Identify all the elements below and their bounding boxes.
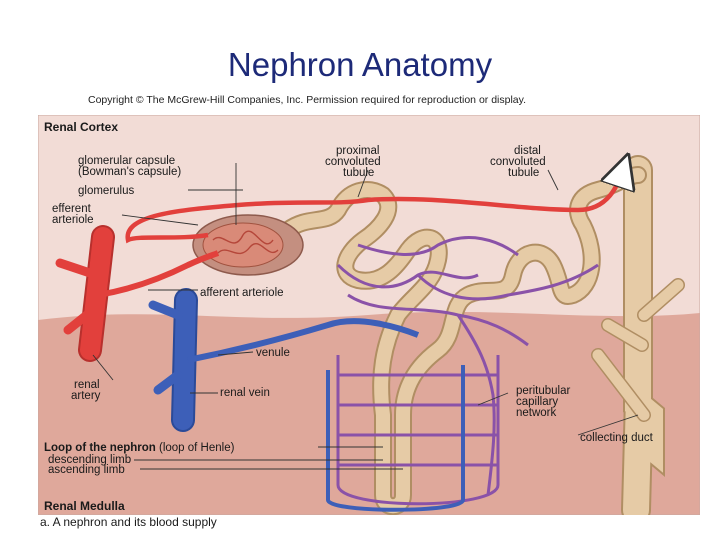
leader-lines — [92, 163, 639, 470]
region-label-medulla: Renal Medulla — [44, 499, 125, 513]
venule — [187, 318, 420, 363]
renal-vein — [148, 288, 198, 432]
label-glomerular-capsule-alt: (Bowman's capsule) — [78, 166, 181, 178]
label-venule: venule — [256, 347, 290, 359]
copyright-notice: Copyright © The McGrew-Hill Companies, I… — [88, 94, 527, 106]
vasa-recta — [326, 365, 465, 512]
renal-artery — [55, 225, 115, 362]
label-afferent-arteriole: afferent arteriole — [200, 287, 284, 299]
nephron-diagram: Renal Cortex Renal Medulla glomerular ca… — [38, 115, 700, 515]
label-proximal-1: proximal — [336, 145, 379, 157]
figure-caption: a. A nephron and its blood supply — [40, 515, 217, 529]
label-renal-artery-1: renal — [74, 379, 100, 391]
peritubular-capillaries — [336, 236, 599, 506]
glomerulus — [202, 222, 284, 268]
collecting-duct — [591, 155, 685, 515]
label-proximal-2: convoluted — [325, 156, 381, 168]
label-renal-vein: renal vein — [220, 387, 270, 399]
region-label-cortex: Renal Cortex — [44, 120, 118, 134]
slide-title: Nephron Anatomy — [227, 46, 493, 83]
label-peritubular-1: peritubular — [516, 385, 571, 397]
label-distal-1: distal — [514, 145, 541, 157]
label-efferent-2: arteriole — [52, 214, 94, 226]
efferent-arteriole — [125, 170, 623, 244]
label-distal-2: convoluted — [490, 156, 546, 168]
medulla-region — [38, 311, 700, 515]
label-peritubular-2: capillary — [516, 396, 558, 408]
renal-tubule — [279, 166, 647, 515]
label-ascending-limb: ascending limb — [48, 464, 125, 476]
nephron-figure: Renal Cortex Renal Medulla glomerular ca… — [38, 115, 700, 515]
glomerular-capsule — [192, 214, 304, 276]
label-proximal-3: tubule — [343, 167, 374, 179]
label-descending-limb: descending limb — [48, 454, 131, 466]
label-loop-of-nephron: Loop of the nephron (loop of Henle) — [44, 442, 235, 454]
label-glomerulus: glomerulus — [78, 185, 134, 197]
label-efferent-1: efferent — [52, 203, 92, 215]
label-peritubular-3: network — [516, 407, 557, 419]
afferent-arteriole — [97, 250, 220, 298]
label-distal-3: tubule — [508, 167, 539, 179]
label-renal-artery-2: artery — [71, 390, 101, 402]
label-glomerular-capsule: glomerular capsule — [78, 155, 175, 167]
label-collecting-duct: collecting duct — [580, 432, 654, 444]
